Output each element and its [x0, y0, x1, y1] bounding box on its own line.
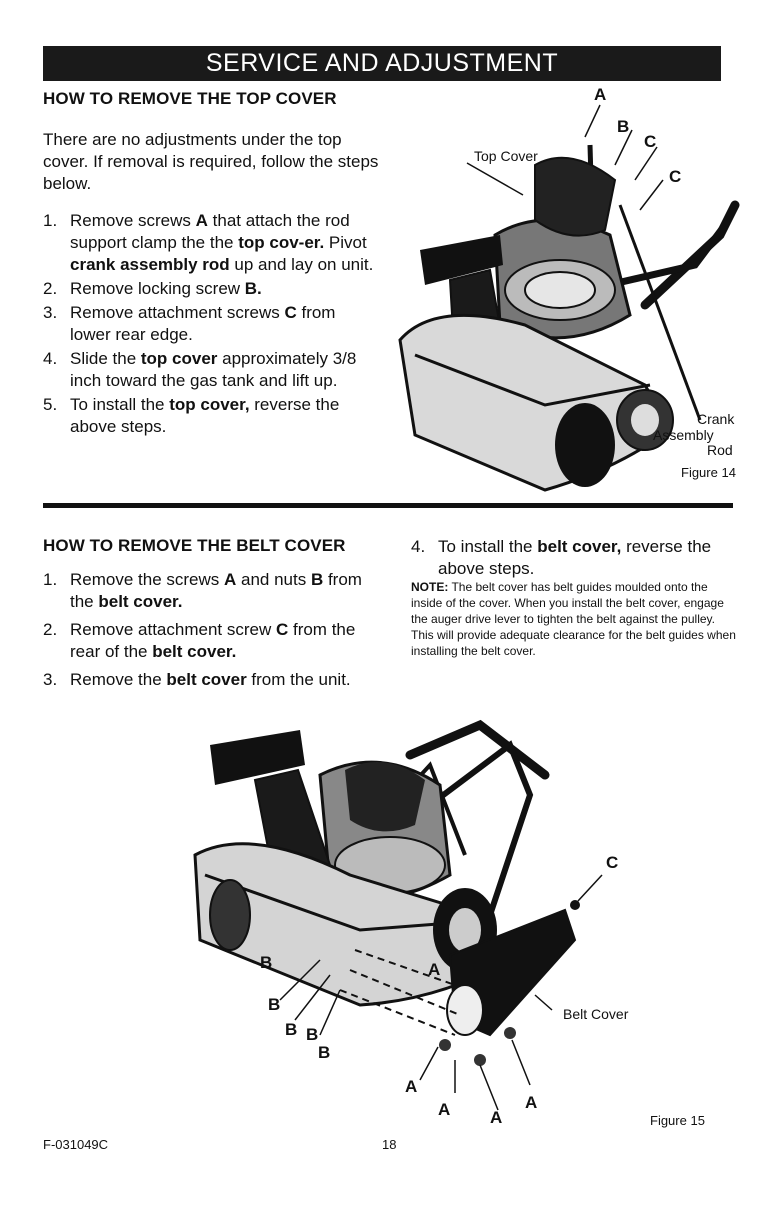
fig14-label-top-cover: Top Cover	[474, 148, 538, 164]
fig14-label-a: A	[594, 85, 607, 104]
fig14-label-c1: C	[644, 132, 657, 151]
note-label: NOTE:	[411, 580, 449, 594]
page-number: 18	[382, 1137, 397, 1152]
belt-cover-step: 2.Remove attachment screw C from the rea…	[43, 620, 356, 661]
top-cover-step: 4.Slide the top cover approximately 3/8 …	[43, 349, 357, 390]
fig14-label-assembly: Assembly	[653, 427, 714, 443]
figure-14-caption: Figure 14	[681, 465, 736, 480]
section-banner: SERVICE AND ADJUSTMENT	[43, 46, 721, 81]
snowthrower-belt-cover-illustration	[193, 719, 603, 1111]
note-text: The belt cover has belt guides moulded o…	[411, 580, 736, 658]
section-divider	[43, 503, 733, 508]
top-cover-step: 3.Remove attachment screws C from lower …	[43, 303, 336, 344]
belt-cover-heading: HOW TO REMOVE THE BELT COVER	[43, 536, 346, 555]
fig15-label-b1: B	[260, 953, 273, 972]
fig15-label-a1: A	[405, 1077, 418, 1096]
belt-cover-step4: 4.To install the belt cover, reverse the…	[411, 536, 736, 582]
top-cover-step: 5.To install the top cover, reverse the …	[43, 395, 340, 436]
figure-14: A B C C Top Cover Crank Assembly Rod Fig…	[395, 85, 740, 495]
fig14-label-c2: C	[669, 167, 682, 186]
fig15-label-a4: A	[525, 1093, 538, 1112]
belt-cover-note: NOTE: The belt cover has belt guides mou…	[411, 579, 736, 659]
belt-cover-steps: 1.Remove the screws A and nuts B from th…	[43, 569, 373, 697]
fig15-label-b3: B	[285, 1020, 298, 1039]
belt-cover-step: 3.Remove the belt cover from the unit.	[43, 670, 351, 689]
fig15-label-a3: A	[490, 1108, 503, 1127]
fig14-label-b: B	[617, 117, 630, 136]
figure-15-caption: Figure 15	[650, 1113, 705, 1128]
figure-15: C Belt Cover A A A A A B B B B B Figure …	[180, 715, 740, 1160]
top-cover-step: 2.Remove locking screw B.	[43, 279, 262, 298]
fig15-label-a-top: A	[428, 960, 441, 979]
fig15-label-b5: B	[318, 1043, 331, 1062]
fig15-label-belt-cover: Belt Cover	[563, 1006, 629, 1022]
fig15-label-c: C	[606, 853, 619, 872]
fig14-label-crank: Crank	[697, 411, 735, 427]
top-cover-step: 1.Remove screws A that attach the rod su…	[43, 211, 374, 274]
snowthrower-top-cover-illustration	[398, 104, 740, 492]
top-cover-steps: 1.Remove screws A that attach the rod su…	[43, 210, 378, 440]
belt-cover-step: 1.Remove the screws A and nuts B from th…	[43, 570, 362, 611]
document-code: F-031049C	[43, 1137, 109, 1152]
fig15-label-a2: A	[438, 1100, 451, 1119]
belt-cover-step: 4.To install the belt cover, reverse the…	[411, 537, 712, 578]
top-cover-heading: HOW TO REMOVE THE TOP COVER	[43, 89, 337, 108]
fig15-label-b4: B	[306, 1025, 319, 1044]
fig15-label-b2: B	[268, 995, 281, 1014]
fig14-label-rod: Rod	[707, 442, 733, 458]
top-cover-intro: There are no adjustments under the top c…	[43, 130, 379, 193]
